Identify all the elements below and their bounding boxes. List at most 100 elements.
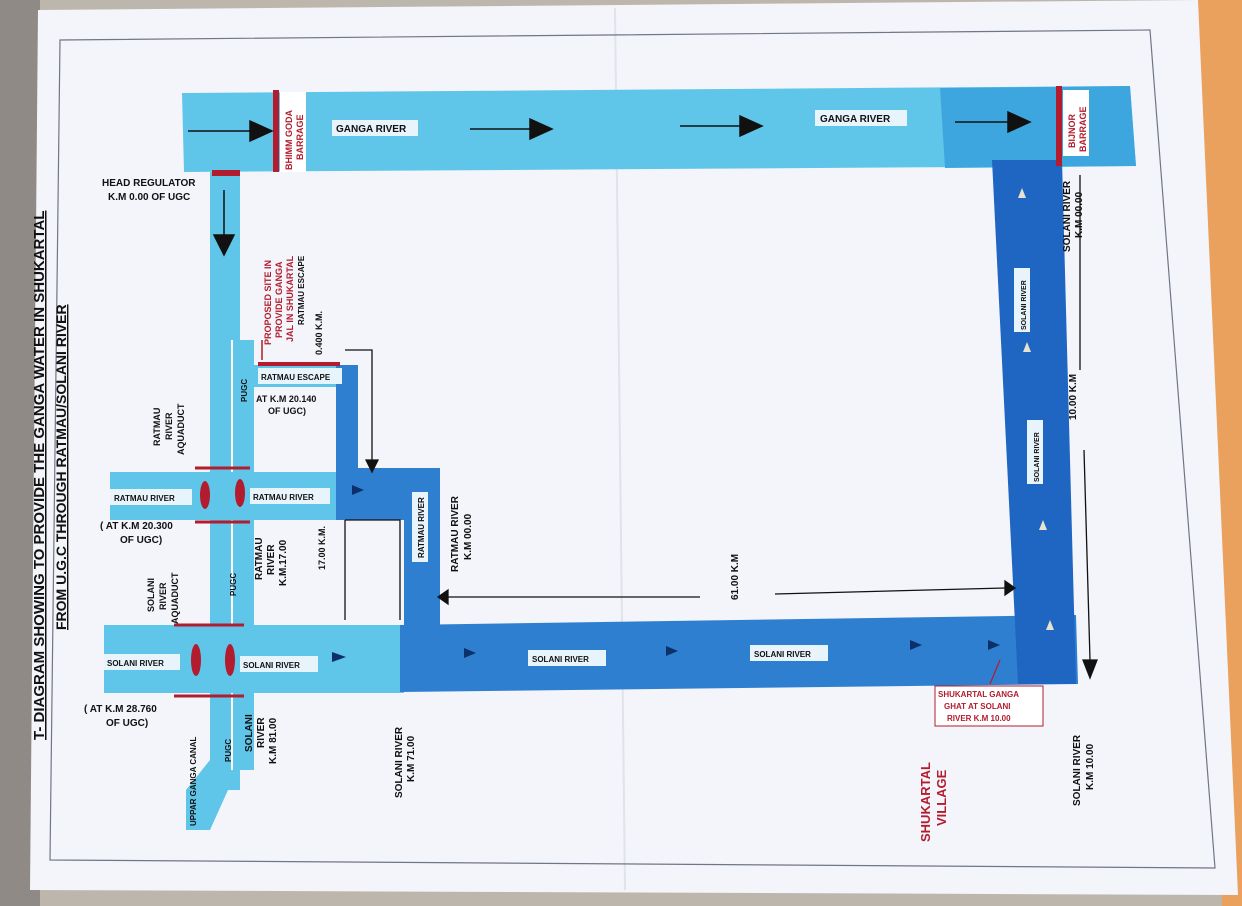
solani-river-label-box-4 <box>750 645 828 661</box>
pugc-label-top: PUGC <box>240 379 249 402</box>
solani-aqueduct-label-3: AQUADUCT <box>170 572 180 624</box>
ratmau-escape-km-1: AT K.M 20.140 <box>256 394 316 404</box>
solani-km81-label-1: SOLANI <box>244 714 255 752</box>
pugc-channel <box>232 340 254 770</box>
ratmau-km00-label-1: RATMAU RIVER <box>450 495 461 572</box>
solani-aqueduct-label-1: SOLANI <box>146 578 156 612</box>
solani-at-km-2: OF UGC) <box>106 718 148 729</box>
solani-aqueduct-marker-2 <box>225 644 235 676</box>
solani-km71-label-2: K.M 71.00 <box>406 735 417 782</box>
ratmau-km17-label-2: RIVER <box>266 544 277 575</box>
bijnor-label-1: BIJNOR <box>1067 113 1077 148</box>
solani-km81-label-3: K.M 81.00 <box>268 717 279 764</box>
ratmau-at-km-1: ( AT K.M 20.300 <box>100 521 173 532</box>
bijnor-barrage-gate <box>1056 86 1062 166</box>
ganga-label-box-2 <box>815 110 907 126</box>
ganga-river-channel <box>182 86 1136 172</box>
solani-km71-label-1: SOLANI RIVER <box>394 726 405 798</box>
bhimm-goda-label-box <box>280 92 306 172</box>
north-flow-arrows <box>1018 188 1054 630</box>
shukartal-ghat-box <box>934 685 1044 727</box>
solani-river-label-box-3 <box>528 650 606 666</box>
ratmau-aqueduct-label-1: RATMAU <box>152 408 162 446</box>
ratmau-aqueduct-label-3: AQUADUCT <box>176 403 186 455</box>
binder-edge <box>0 0 40 906</box>
shukartal-ghat-label-2: GHAT AT SOLANI <box>944 702 1011 711</box>
shukartal-village-label-1: SHUKARTAL <box>918 762 933 842</box>
solani-river-label-3: SOLANI RIVER <box>532 655 589 664</box>
proposed-site-label-2: PROVIDE GANGA <box>274 261 284 338</box>
solani-vertical-label-box-2 <box>1027 420 1043 484</box>
solani-aqueduct-label-2: RIVER <box>158 582 168 610</box>
solani-aqueduct-marker-1 <box>191 644 201 676</box>
ganga-river-channel-east <box>940 86 1136 168</box>
solani-at-km-1: ( AT K.M 28.760 <box>84 704 157 715</box>
ratmau-river-label-2: RATMAU RIVER <box>253 493 314 502</box>
ratmau-vertical-label-box <box>412 492 428 562</box>
distance-6100-label: 61.00 K.M <box>730 554 741 600</box>
shukartal-ghat-label-3: RIVER K.M 10.00 <box>947 714 1011 723</box>
bhimm-goda-label-2: BARRAGE <box>295 114 305 160</box>
solani-vertical-label-1: SOLANI RIVER <box>1021 280 1028 330</box>
ratmau-escape-label: RATMAU ESCAPE <box>261 373 331 382</box>
ratmau-at-km-2: OF UGC) <box>120 535 162 546</box>
ganga-flow-arrows <box>188 110 1032 257</box>
diagram-title: T- DIAGRAM SHOWING TO PROVIDE THE GANGA … <box>31 211 48 740</box>
ratmau-km00-label-2: K.M 00.00 <box>463 513 474 560</box>
bhimm-goda-barrage-gate <box>273 90 279 172</box>
pugc-label-bottom: PUGC <box>224 739 233 762</box>
head-regulator-label-1: HEAD REGULATOR <box>102 178 196 189</box>
ratmau-aqueduct-marker-2 <box>235 479 245 507</box>
ratmau-river-label-1: RATMAU RIVER <box>114 494 175 503</box>
uppar-ganga-canal-label: UPPAR GANGA CANAL <box>189 737 198 826</box>
pugc-label-mid: PUGC <box>229 573 238 596</box>
solani-river-label-box-2 <box>240 656 318 672</box>
solani-vertical-label-2: SOLANI RIVER <box>1034 432 1041 482</box>
ratmau-aqueduct-marker-1 <box>200 481 210 509</box>
solani-km10-label-2: K.M 10.00 <box>1085 743 1096 790</box>
ratmau-km17-label-1: RATMAU <box>254 537 265 580</box>
ganga-river-label-1: GANGA RIVER <box>336 124 407 135</box>
ratmau-river-label-box-2 <box>250 488 330 504</box>
small-flow-arrows <box>332 485 1000 662</box>
solani-km00-label-2: K.M 00.00 <box>1074 191 1085 238</box>
proposed-site-label-3: JAL IN SHUKARTAL <box>285 255 295 342</box>
solani-river-label-box-1 <box>104 654 180 670</box>
ratmau-escape-label-box <box>258 368 342 384</box>
solani-river-label-2: SOLANI RIVER <box>243 661 300 670</box>
dimension-lines <box>344 175 1098 680</box>
proposed-site-label-1: PROPOSED SITE IN <box>263 260 273 345</box>
ratmau-km17-label-3: K.M.17.00 <box>278 539 289 586</box>
solani-km00-label-1: SOLANI RIVER <box>1062 180 1073 252</box>
head-regulator-label-2: K.M 0.00 OF UGC <box>108 192 190 203</box>
solani-river-label-1: SOLANI RIVER <box>107 659 164 668</box>
solani-river-main <box>400 615 1078 692</box>
ratmau-escape-drop <box>336 365 358 470</box>
ratmau-escape-gate <box>258 362 340 366</box>
ratmau-aqueduct-label-2: RIVER <box>164 412 174 440</box>
bhimm-goda-label-1: BHIMM GODA <box>284 110 294 170</box>
solani-km81-label-2: RIVER <box>256 717 267 748</box>
bijnor-label-2: BARRAGE <box>1078 106 1088 152</box>
ratmau-escape-km-2: OF UGC) <box>268 406 306 416</box>
solani-km10-label-1: SOLANI RIVER <box>1072 734 1083 806</box>
shukartal-ghat-pointer <box>989 659 1001 685</box>
ganga-label-box-1 <box>332 120 418 136</box>
drawing-border <box>49 29 1216 869</box>
head-regulator-gate <box>212 170 240 176</box>
ganga-river-label-2: GANGA RIVER <box>820 114 891 125</box>
distance-1000-label: 10.00 K.M <box>1068 374 1079 420</box>
bijnor-label-box <box>1063 90 1089 156</box>
shukartal-village-label-2: VILLAGE <box>934 769 949 826</box>
shukartal-ghat-label-1: SHUKARTAL GANGA <box>938 690 1019 699</box>
distance-1700-label: 17.00 K.M. <box>317 526 327 570</box>
ratmau-vertical-label: RATMAU RIVER <box>417 497 426 558</box>
distance-0400-label: 0.400 K.M. <box>314 311 324 355</box>
solani-vertical-label-box-1 <box>1014 268 1030 332</box>
diagram-subtitle: FROM U.G.C THROUGH RATMAU/SOLANI RIVER <box>53 304 69 630</box>
ratmau-river-label-box-1 <box>110 489 192 505</box>
solani-river-label-4: SOLANI RIVER <box>754 650 811 659</box>
ratmau-escape-small-label: RATMAU ESCAPE <box>297 255 306 325</box>
